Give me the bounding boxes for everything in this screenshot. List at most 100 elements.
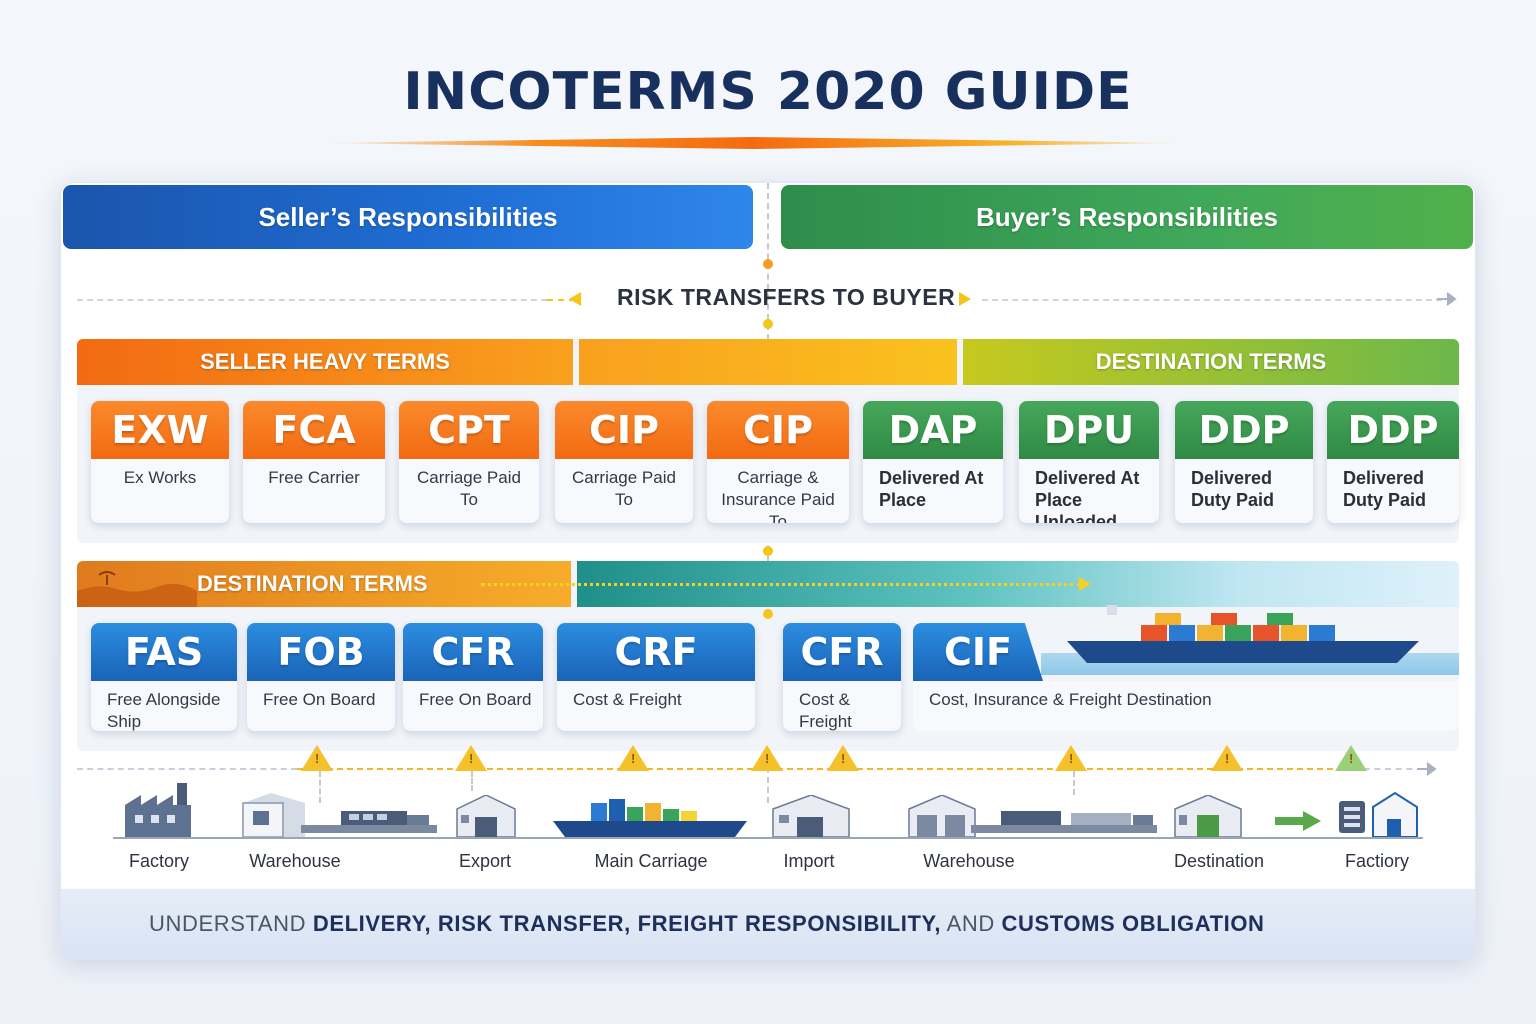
- timeline-stem: [319, 771, 321, 803]
- timeline-stem: [471, 771, 473, 791]
- term-code: CRF: [557, 623, 755, 681]
- transition-band: [579, 339, 957, 385]
- timeline-dashed-line: [297, 768, 1353, 770]
- location-label-import: Import: [783, 851, 835, 871]
- term-description: Delivered At Place Unloaded: [1035, 468, 1140, 523]
- term-code: CIP: [555, 401, 693, 459]
- footer-customs-obligation: CUSTOMS OBLIGATION: [1001, 911, 1265, 936]
- term-code: FCA: [243, 401, 385, 459]
- term-code: DDP: [1175, 401, 1313, 459]
- term-description: Cost, Insurance & Freight Destination: [913, 681, 1459, 731]
- title-underline: [318, 137, 1188, 149]
- term-code: EXW: [91, 401, 229, 459]
- arrow-right-icon: [1417, 762, 1437, 776]
- footer-text: UNDERSTAND DELIVERY, RISK TRANSFER, FREI…: [149, 911, 1265, 937]
- footer-banner: UNDERSTAND DELIVERY, RISK TRANSFER, FREI…: [61, 889, 1475, 959]
- import-warehouse-icon: [772, 795, 850, 837]
- term-card-cpt: CPT Carriage Paid To: [399, 401, 539, 523]
- factory-house-icon: [1339, 791, 1418, 837]
- location-label-main-carriage: Main Carriage: [594, 851, 708, 871]
- warning-icon: !: [1055, 745, 1087, 771]
- cargo-ship-icon: [1067, 605, 1419, 663]
- footer-risk-transfer: RISK TRANSFER,: [437, 911, 631, 936]
- timeline-stem: [1073, 771, 1075, 795]
- destination-terms-band: DESTINATION TERMS: [963, 339, 1459, 385]
- term-code: DDP: [1327, 401, 1459, 459]
- page-title: INCOTERMS 2020 GUIDE: [403, 62, 1133, 122]
- term-card-fca: FCA Free Carrier: [243, 401, 385, 523]
- footer-lead: UNDERSTAND: [149, 911, 307, 936]
- arrow-right-icon: [1079, 577, 1091, 591]
- term-description: Carriage Paid To: [417, 468, 521, 509]
- term-code: FOB: [247, 623, 395, 681]
- term-description: Delivered Duty Paid: [1191, 468, 1275, 510]
- term-code: CIF: [913, 623, 1043, 681]
- risk-dashed-line-left: [77, 299, 547, 301]
- term-description: Carriage Paid To: [572, 468, 676, 509]
- term-description: Delivered At Place: [879, 468, 984, 510]
- location-label-destination: Destination: [1173, 851, 1265, 871]
- arrow-right-icon: [959, 292, 971, 306]
- term-code: FAS: [91, 623, 237, 681]
- term-description: Cost & Freight: [573, 690, 682, 709]
- factory-icon: [125, 783, 191, 837]
- divider-dot: [763, 259, 773, 269]
- warning-icon: !: [301, 745, 333, 771]
- arrow-right-icon: [1437, 292, 1457, 306]
- checkpoint-icon: !: [1335, 745, 1367, 771]
- seller-heavy-terms-band: SELLER HEAVY TERMS: [77, 339, 573, 385]
- arrow-right-icon: [1275, 811, 1321, 831]
- term-card-cfr: CFR Cost & Freight: [783, 623, 901, 731]
- warning-icon: !: [617, 745, 649, 771]
- risk-transfers-label: RISK TRANSFERS TO BUYER: [617, 284, 956, 310]
- sea-route-dotted-line: [481, 583, 1081, 586]
- term-description: Ex Works: [123, 468, 197, 487]
- risk-transfer-row: RISK TRANSFERS TO BUYER: [77, 280, 1457, 320]
- sellers-responsibilities-header: Seller’s Responsibilities: [63, 185, 753, 249]
- warning-icon: !: [827, 745, 859, 771]
- term-card-fas: FAS Free Alongside Ship: [91, 623, 237, 731]
- term-code: CPT: [399, 401, 539, 459]
- footer-delivery: DELIVERY,: [312, 911, 432, 936]
- cargo-ship-icon: [553, 799, 747, 837]
- export-warehouse-icon: [456, 795, 516, 837]
- timeline-ground-line: [113, 837, 1423, 839]
- warning-icon: !: [1211, 745, 1243, 771]
- term-card-ddp: DDP Delivered Duty Paid: [1327, 401, 1459, 523]
- location-label-factiory: Factiory: [1344, 851, 1410, 871]
- term-description: Carriage & Insurance Paid To: [721, 468, 835, 523]
- timeline-dashed-start: [77, 768, 297, 770]
- incoterms-card: Seller’s Responsibilities Buyer’s Respon…: [60, 182, 1476, 960]
- location-label-warehouse: Warehouse: [923, 851, 1015, 871]
- term-description: Delivered Duty Paid: [1343, 468, 1427, 510]
- term-card-fob: FOB Free On Board: [247, 623, 395, 731]
- footer-and: AND: [946, 911, 995, 936]
- location-label-factory: Factory: [128, 851, 190, 871]
- divider-dot: [763, 609, 773, 619]
- warehouse-icon: [908, 795, 976, 837]
- term-card-ddp: DDP Delivered Duty Paid: [1175, 401, 1313, 523]
- term-code: CFR: [403, 623, 543, 681]
- term-code: DAP: [863, 401, 1003, 459]
- divider-dot: [763, 546, 773, 556]
- term-card-dpu: DPU Delivered At Place Unloaded: [1019, 401, 1159, 523]
- risk-dashed-line-accent-left: [547, 299, 575, 301]
- term-description: Free On Board: [263, 690, 376, 709]
- term-description: Free On Board: [419, 690, 532, 709]
- term-description: Free Carrier: [268, 468, 360, 487]
- term-description: Free Alongside Ship: [107, 690, 221, 731]
- location-label-export: Export: [458, 851, 512, 871]
- term-card-exw: EXW Ex Works: [91, 401, 229, 523]
- arrow-left-icon: [569, 292, 581, 306]
- term-code: DPU: [1019, 401, 1159, 459]
- term-card-cip: CIP Carriage Paid To: [555, 401, 693, 523]
- term-card-cfr: CFR Free On Board: [403, 623, 543, 731]
- divider-dot: [763, 319, 773, 329]
- buyers-responsibilities-header: Buyer’s Responsibilities: [781, 185, 1473, 249]
- term-code: CFR: [783, 623, 901, 681]
- location-label-warehouse: Warehouse: [249, 851, 341, 871]
- landscape-icon: [77, 571, 197, 607]
- term-description: Cost & Freight: [799, 690, 852, 731]
